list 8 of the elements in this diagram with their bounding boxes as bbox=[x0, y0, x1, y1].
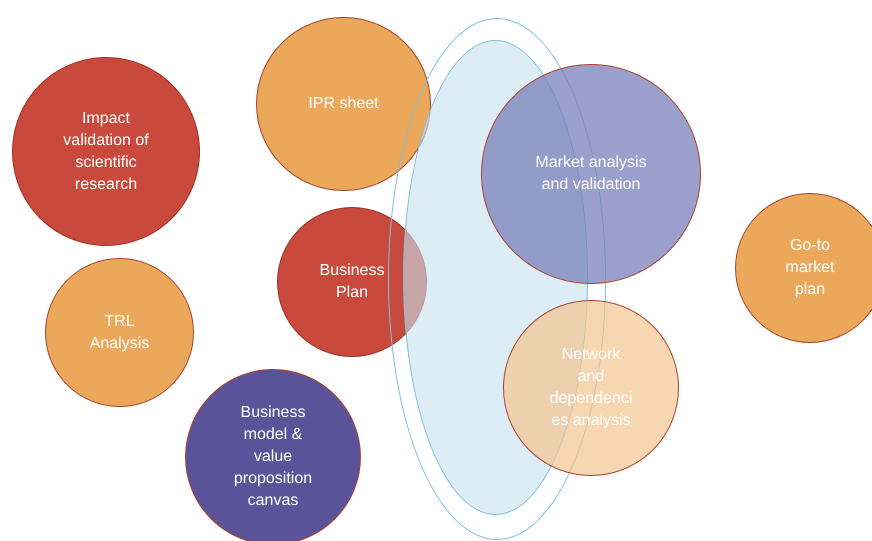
circle-label: IPR sheet bbox=[307, 94, 380, 114]
circle-label: TRL Analysis bbox=[88, 312, 150, 354]
circle-label: Go-to market plan bbox=[784, 236, 836, 300]
circle-label: Impact validation of scientific research bbox=[62, 108, 150, 194]
circle-label: Market analysis and validation bbox=[534, 153, 648, 195]
circle-label: Business model & value proposition canvas bbox=[232, 403, 314, 511]
circle-label: Network and dependenci es analysis bbox=[549, 345, 633, 431]
circle-label: Business Plan bbox=[318, 261, 386, 303]
